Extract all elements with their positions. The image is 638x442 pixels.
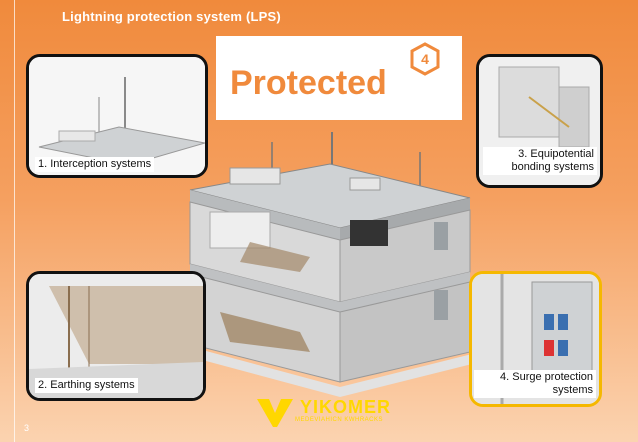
hexagon-badge-icon: 4 [410, 42, 440, 76]
left-divider-line [14, 0, 15, 442]
panel-earthing-systems: 2. Earthing systems [26, 271, 206, 401]
slide-title: Lightning protection system (LPS) [62, 9, 281, 24]
page-number: 3 [24, 423, 30, 433]
earthing-image [29, 274, 203, 398]
panel-label-line1: 3. Equipotential [518, 148, 594, 160]
company-logo: YIKOMER MEDEVIAHICN KWHRACKS [255, 393, 445, 433]
panel-surge-protection: 4. Surge protection systems [469, 271, 602, 407]
building-illustration [180, 132, 480, 397]
logo-subtitle: MEDEVIAHICN KWHRACKS [295, 417, 384, 423]
panel-label: 2. Earthing systems [35, 378, 138, 393]
panel-interception-systems: 1. Interception systems [26, 54, 208, 178]
panel-label: 3. Equipotential bonding systems [483, 147, 597, 175]
panel-equipotential-bonding: 3. Equipotential bonding systems [476, 54, 603, 188]
panel-label-line2: bonding systems [511, 161, 594, 173]
logo-word: YIKOMER [300, 397, 392, 417]
protected-word: Protected [230, 64, 387, 102]
protected-banner: Protected 4 [216, 36, 462, 120]
badge-number: 4 [421, 51, 429, 67]
panel-label-line1: 4. Surge protection [500, 371, 593, 383]
interception-image [29, 57, 205, 175]
panel-label: 4. Surge protection systems [474, 370, 596, 398]
panel-label-line2: systems [552, 384, 593, 396]
logo-mark-icon [257, 399, 293, 427]
panel-label: 1. Interception systems [35, 157, 155, 172]
